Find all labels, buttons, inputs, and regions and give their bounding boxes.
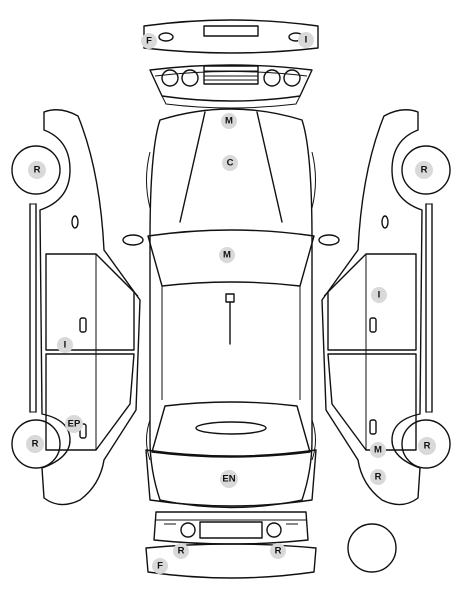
spare-wheel[interactable]	[347, 523, 397, 573]
marker-left-front-wheel-r[interactable]: R	[28, 161, 46, 179]
marker-label: C	[227, 158, 234, 169]
marker-rear-bumper-f[interactable]: F	[152, 558, 168, 574]
marker-label: I	[305, 35, 308, 46]
marker-label: I	[64, 340, 67, 351]
marker-label: F	[146, 36, 152, 47]
left-side-view[interactable]	[11, 109, 141, 506]
marker-left-rear-ep[interactable]: EP	[65, 415, 83, 433]
marker-trunk-en[interactable]: EN	[220, 470, 238, 488]
marker-hood-c[interactable]: C	[222, 155, 238, 171]
marker-left-door-i[interactable]: I	[57, 337, 73, 353]
rear-view[interactable]	[153, 511, 309, 545]
front-view[interactable]	[149, 64, 313, 109]
right-side-view[interactable]	[321, 109, 451, 506]
marker-left-rear-wheel-r[interactable]: R	[26, 435, 44, 453]
marker-label: I	[378, 290, 381, 301]
marker-right-front-wheel-r[interactable]: R	[415, 161, 433, 179]
front-bumper[interactable]	[143, 19, 319, 54]
marker-right-sill-r[interactable]: R	[370, 469, 386, 485]
marker-label: R	[424, 441, 431, 452]
marker-label: M	[225, 116, 233, 127]
marker-label: EN	[222, 474, 235, 485]
marker-label: R	[34, 165, 41, 176]
marker-label: R	[375, 472, 382, 483]
marker-right-rear-m[interactable]: M	[370, 442, 386, 458]
marker-label: R	[178, 546, 185, 557]
marker-label: R	[275, 546, 282, 557]
marker-front-bumper-f[interactable]: F	[141, 33, 157, 49]
marker-rear-left-r[interactable]: R	[173, 543, 189, 559]
marker-right-door-i[interactable]: I	[371, 287, 387, 303]
car-body-top-view[interactable]	[122, 108, 340, 509]
marker-front-bumper-i[interactable]: I	[298, 32, 314, 48]
rear-bumper[interactable]	[145, 543, 317, 579]
marker-right-rear-wheel-r[interactable]: R	[418, 437, 436, 455]
marker-label: F	[157, 561, 163, 572]
marker-label: R	[32, 439, 39, 450]
marker-label: M	[223, 250, 231, 261]
marker-label: R	[421, 165, 428, 176]
marker-hood-m[interactable]: M	[221, 113, 237, 129]
marker-label: M	[374, 445, 382, 456]
marker-label: EP	[68, 419, 81, 430]
marker-rear-right-r[interactable]: R	[270, 543, 286, 559]
marker-windshield-m[interactable]: M	[219, 247, 235, 263]
